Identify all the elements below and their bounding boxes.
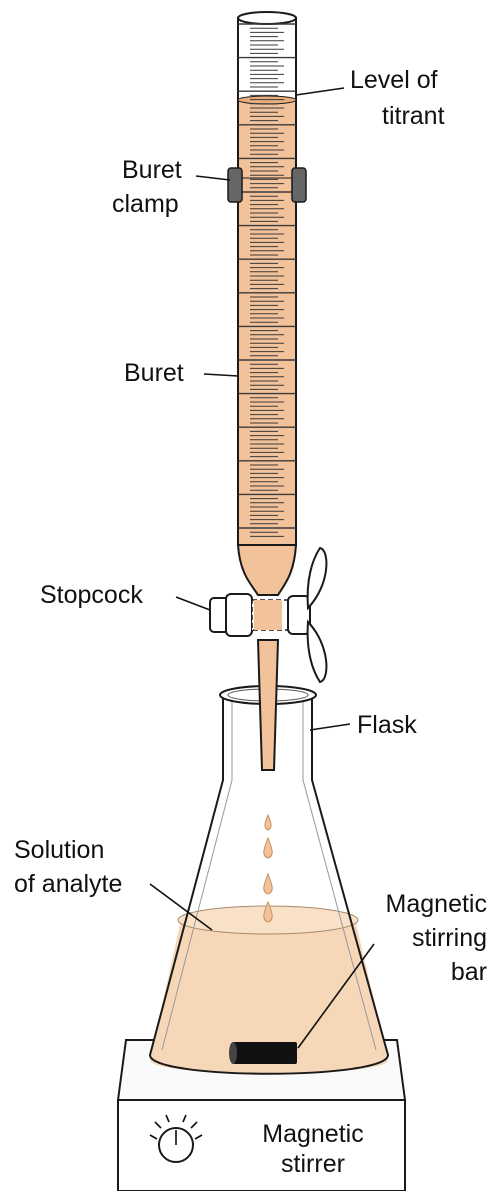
- label-magnetic-stirring-bar-1: Magnetic: [386, 890, 487, 918]
- label-magnetic-stirrer-2: stirrer: [281, 1150, 345, 1178]
- label-level-of-titrant-2: titrant: [382, 102, 445, 130]
- label-solution-of-analyte-2: of analyte: [14, 870, 122, 898]
- label-solution-of-analyte-1: Solution: [14, 836, 104, 864]
- label-stopcock: Stopcock: [40, 581, 143, 609]
- buret: [238, 12, 296, 770]
- label-buret-clamp-1: Buret: [122, 156, 182, 184]
- label-magnetic-stirring-bar-3: bar: [451, 958, 487, 986]
- stirring-bar: [229, 1042, 297, 1064]
- label-magnetic-stirrer-1: Magnetic: [262, 1120, 363, 1148]
- label-buret-clamp-2: clamp: [112, 190, 179, 218]
- label-flask: Flask: [357, 711, 417, 739]
- label-level-of-titrant-1: Level of: [350, 66, 438, 94]
- label-buret: Buret: [124, 359, 184, 387]
- label-magnetic-stirring-bar-2: stirring: [412, 924, 487, 952]
